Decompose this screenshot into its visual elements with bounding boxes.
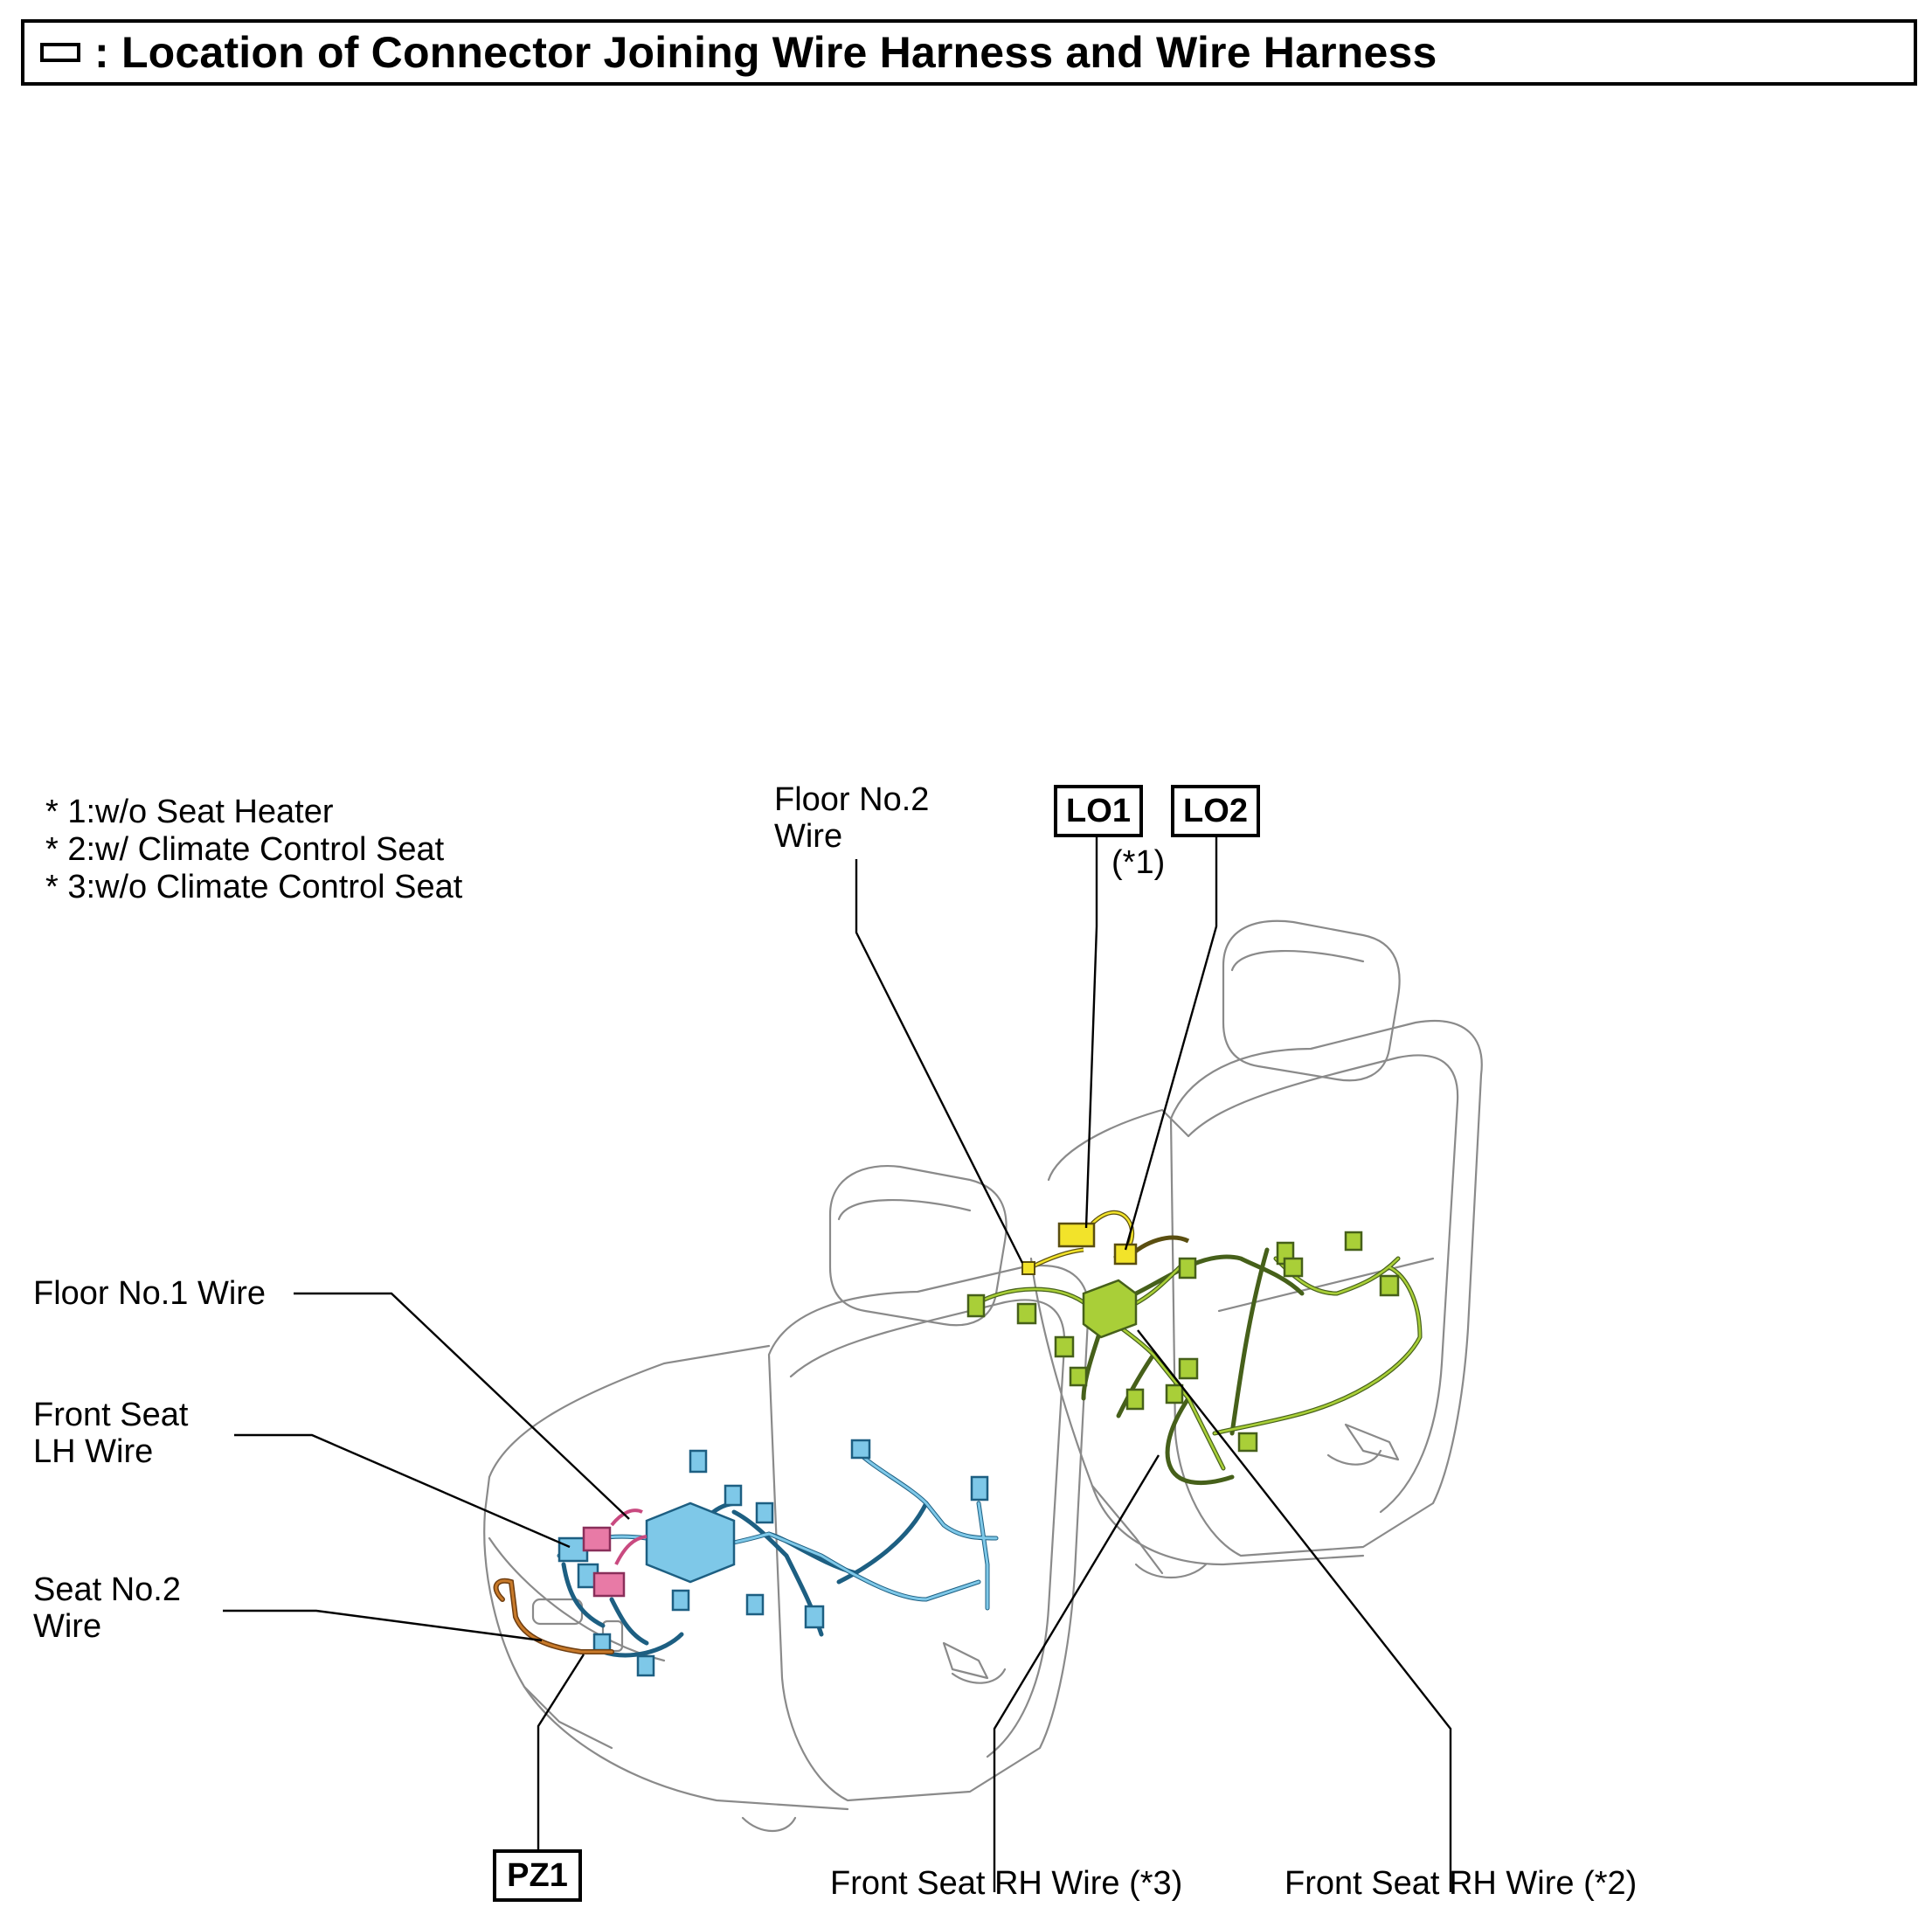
lh-connector	[745, 1593, 765, 1616]
connector-pz1: PZ1	[493, 1849, 582, 1902]
floor-no2-wire-label-line1: Floor No.2	[774, 781, 930, 818]
connector-lo2: LO2	[1171, 785, 1260, 837]
seat-no2-wire-label-line2: Wire	[33, 1608, 102, 1645]
front-seat-lh-wire-label-line2: LH Wire	[33, 1433, 154, 1470]
front-seat-rh-harness	[976, 1247, 1423, 1486]
front-seat-rh-2-leader	[1137, 1329, 1452, 1892]
lh-junction-block	[645, 1501, 736, 1584]
front-seat-rh-wire-2-label: Front Seat RH Wire (*2)	[1285, 1865, 1638, 1902]
floor-no1-connectors	[582, 1508, 647, 1598]
rh-connector	[1178, 1257, 1197, 1280]
seat-outlines	[483, 919, 1483, 1832]
lh-connector	[724, 1484, 743, 1507]
rh-connector	[1054, 1335, 1075, 1358]
seat-no2-leader	[223, 1609, 543, 1642]
rh-connector	[1283, 1257, 1304, 1278]
floor-no2-wire-label-line2: Wire	[774, 818, 843, 855]
front-seat-rh-3-leader	[993, 1454, 1160, 1892]
rh-connector	[966, 1293, 986, 1318]
note-2: * 2:w/ Climate Control Seat	[45, 831, 445, 868]
lo1-connector-body	[1057, 1222, 1096, 1248]
floor-no1-leader	[294, 1292, 630, 1520]
rh-connector	[1379, 1274, 1400, 1297]
lh-connector	[671, 1589, 690, 1612]
lh-connector	[970, 1475, 989, 1501]
floor-no2-leader	[855, 859, 1024, 1264]
note-3: * 3:w/o Climate Control Seat	[45, 869, 463, 905]
title-bar: : Location of Connector Joining Wire Har…	[21, 19, 1917, 86]
lh-connectors	[557, 1439, 989, 1677]
rectangle-legend-icon	[40, 43, 80, 62]
rh-connector	[1165, 1384, 1184, 1404]
leader-lines	[223, 836, 1452, 1892]
lo2-leader	[1124, 836, 1218, 1251]
lh-connector	[636, 1654, 655, 1677]
lo1-note: (*1)	[1111, 844, 1166, 881]
rh-junction-block	[1082, 1279, 1138, 1339]
seat-no2-harness	[493, 1578, 614, 1654]
rh-connector	[1069, 1366, 1088, 1387]
lo1-leader	[1084, 836, 1098, 1229]
front-seat-lh-leader	[234, 1433, 571, 1549]
front-seat-lh-wire-label: Front Seat LH Wire	[33, 1397, 188, 1470]
rh-connector	[1016, 1302, 1037, 1325]
floor-no1-connector	[582, 1526, 612, 1552]
lh-connector	[804, 1605, 825, 1629]
rh-connector	[1344, 1231, 1363, 1252]
lh-connector	[755, 1501, 774, 1524]
floor-no2-wire-label: Floor No.2 Wire	[774, 781, 929, 855]
lh-connector	[557, 1536, 589, 1563]
seat-no2-wire-label-line1: Seat No.2	[33, 1571, 181, 1608]
front-seat-lh-wire-label-line1: Front Seat	[33, 1397, 189, 1433]
page-title: : Location of Connector Joining Wire Har…	[94, 28, 1437, 77]
lo2-connector-body	[1113, 1243, 1138, 1266]
seat-no2-wire-label: Seat No.2 Wire	[33, 1571, 181, 1645]
rh-connector	[1237, 1432, 1258, 1453]
floor-no2-connectors	[1021, 1210, 1190, 1275]
front-seat-rh-wire-3-label: Front Seat RH Wire (*3)	[830, 1865, 1183, 1902]
floor-no2-connector	[1021, 1261, 1035, 1275]
rh-connector	[1178, 1357, 1199, 1380]
floor-no1-connector	[592, 1571, 626, 1598]
lh-connector	[592, 1633, 612, 1652]
rh-connectors	[966, 1231, 1400, 1453]
connector-lo1: LO1	[1054, 785, 1143, 837]
lh-connector	[850, 1439, 871, 1460]
footnotes: * 1:w/o Seat Heater * 2:w/ Climate Contr…	[45, 794, 462, 906]
rh-connector	[1125, 1388, 1145, 1411]
lh-connector	[689, 1449, 708, 1474]
note-1: * 1:w/o Seat Heater	[45, 794, 334, 830]
floor-no1-wire-label: Floor No.1 Wire	[33, 1275, 267, 1312]
pz1-leader	[537, 1654, 585, 1851]
